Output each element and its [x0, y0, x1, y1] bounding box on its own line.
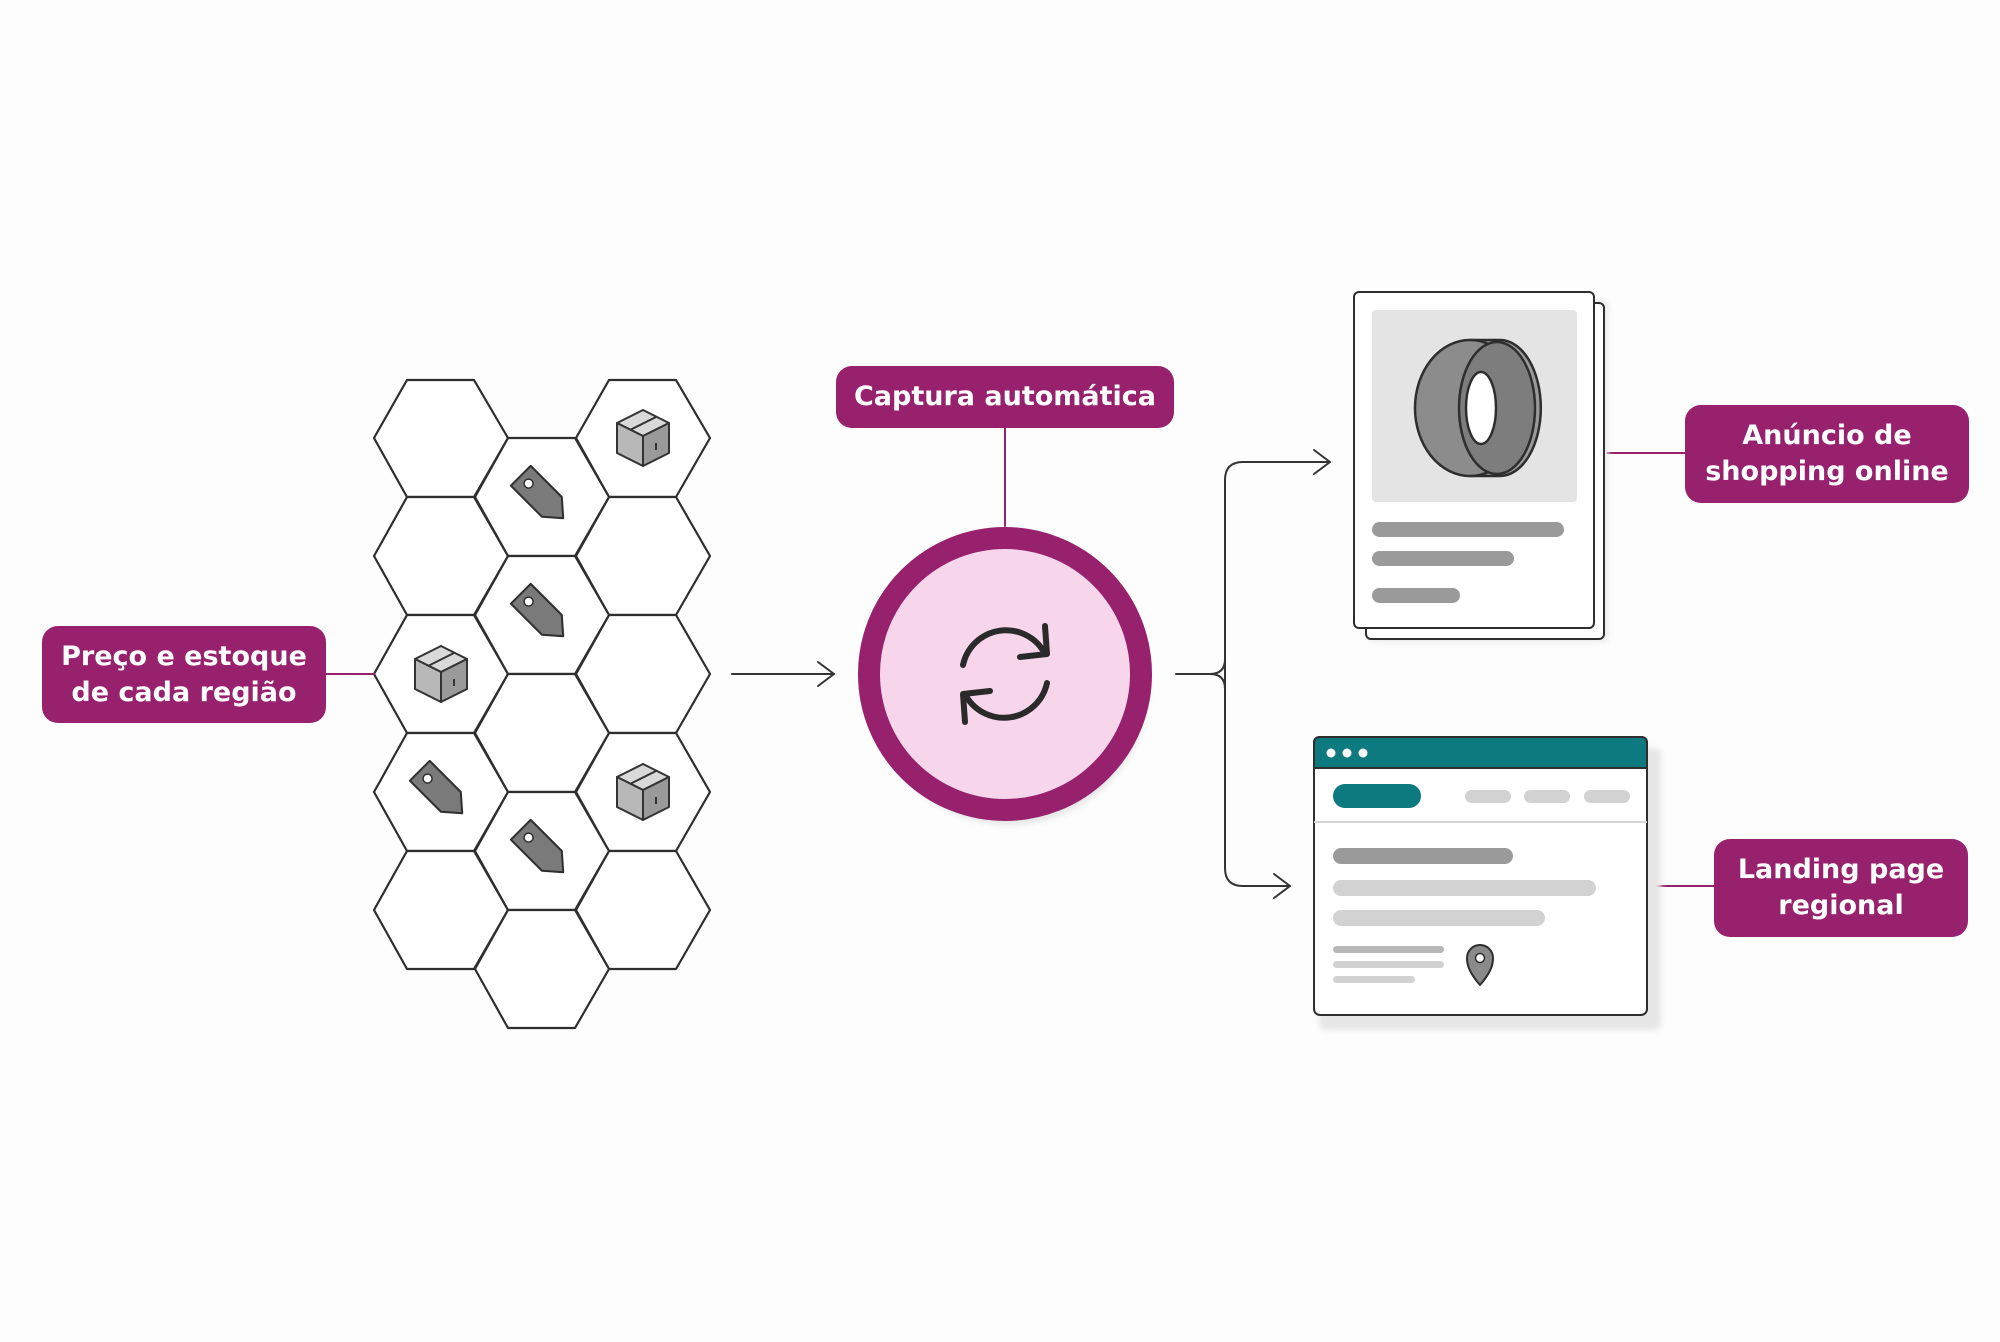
refresh-icon: [960, 623, 1050, 725]
arrow-lower-head: [1273, 873, 1291, 899]
page-text-line: [1333, 961, 1444, 968]
landing-page-label: Landing page regional: [1714, 839, 1968, 937]
branch-join: [1209, 658, 1226, 690]
arrow-grid-to-capture-head: [817, 661, 835, 687]
hex-cell: [473, 908, 611, 1030]
map-pin-icon: [1466, 944, 1494, 986]
region-data-label-line: Preço e estoque: [61, 640, 307, 672]
landing-page-label-line: regional: [1778, 890, 1904, 921]
window-dot: [1326, 748, 1336, 758]
window-dot: [1342, 748, 1352, 758]
browser-title-bar: [1313, 736, 1648, 769]
product-card: [1353, 291, 1608, 642]
page-text-line: [1333, 976, 1415, 983]
branch-lower: [1224, 673, 1291, 887]
branch-upper: [1224, 461, 1331, 675]
capture-label: Captura automática: [836, 366, 1174, 428]
product-text-line: [1372, 551, 1514, 566]
page-text-line: [1333, 946, 1444, 953]
tag-icon: [509, 818, 565, 874]
box-icon: [414, 645, 468, 703]
arrow-upper-head: [1313, 449, 1331, 475]
hex-grid: [372, 378, 712, 1030]
box-icon: [616, 409, 670, 467]
shopping-ad-label-line: shopping online: [1705, 456, 1949, 487]
product-text-line: [1372, 522, 1564, 537]
connectors: [325, 427, 1715, 899]
tag-icon: [509, 464, 565, 520]
shopping-ad-label-line: Anúncio de: [1742, 420, 1912, 451]
nav-item: [1524, 790, 1570, 803]
box-icon: [616, 763, 670, 821]
nav-button: [1333, 784, 1421, 808]
capture-circle: [858, 527, 1152, 825]
page-text-line: [1333, 848, 1513, 864]
page-text-line: [1333, 880, 1596, 896]
capture-ring: [858, 527, 1152, 821]
capture-label-text: Captura automática: [853, 381, 1157, 412]
region-data-label-line: de cada região: [71, 676, 297, 708]
window-dot: [1358, 748, 1368, 758]
nav-item: [1584, 790, 1630, 803]
tag-icon: [509, 582, 565, 638]
tag-icon: [408, 759, 464, 815]
product-text-line: [1372, 588, 1460, 603]
shopping-ad-label: Anúncio de shopping online: [1685, 405, 1969, 503]
page-text-line: [1333, 910, 1545, 926]
region-data-label: Preço e estoque de cada região: [42, 626, 326, 723]
tire-icon: [1413, 338, 1543, 478]
landing-page-window: [1313, 736, 1661, 1030]
landing-page-label-line: Landing page: [1737, 854, 1945, 885]
nav-item: [1465, 790, 1511, 803]
